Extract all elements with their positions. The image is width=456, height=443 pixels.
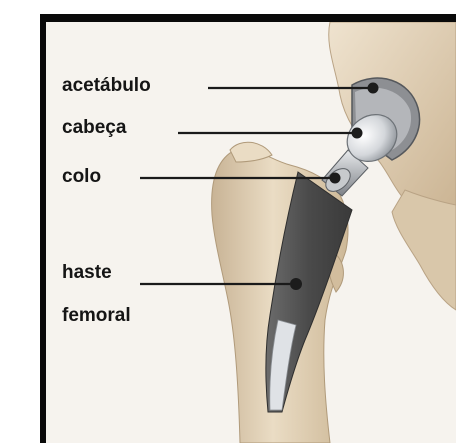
ischium-bone <box>392 190 456 310</box>
label-cabeca: cabeça <box>62 118 126 137</box>
label-femoral: femoral <box>62 306 131 325</box>
marker-dot-haste <box>290 278 302 290</box>
marker-dot-acetabulo <box>368 83 379 94</box>
label-colo: colo <box>62 167 101 186</box>
marker-dot-colo <box>330 173 341 184</box>
label-acetabulo: acetábulo <box>62 76 151 95</box>
marker-dot-cabeca <box>352 128 363 139</box>
label-haste: haste <box>62 263 112 282</box>
